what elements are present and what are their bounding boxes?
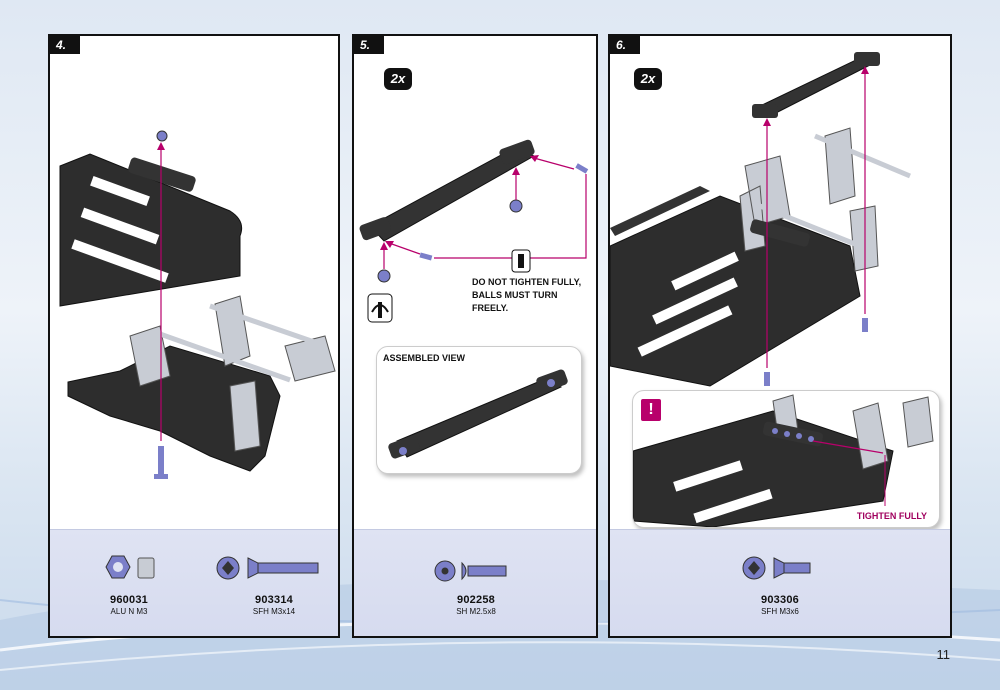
part-description: SFH M3x6 [761,607,799,616]
part-code: 903306 [761,594,799,606]
part-code: 902258 [457,594,495,606]
button-head-screw-icon [434,560,507,582]
assembled-view-label: ASSEMBLED VIEW [383,353,466,363]
tighten-fully-label: TIGHTEN FULLY [856,511,927,521]
part-description: ALU N M3 [110,607,148,616]
note-line-2: BALLS MUST TURN FREELY. [472,290,558,313]
countersunk-screw-icon [216,556,319,580]
step-4-panel: 4. 960031 ALU N M3 903314 [48,34,340,638]
parts-tray: 902258 SH M2.5x8 [354,529,596,636]
step-6-panel: 6. 2x ! TIGHTEN FULLY [608,34,952,638]
tighten-detail-illustration [633,394,934,527]
note-line-1: DO NOT TIGHTEN FULLY, [472,277,582,287]
part-description: SFH M3x14 [252,607,296,616]
detail-view-box: ! TIGHTEN FULLY [632,390,940,528]
parts-tray: 903306 SFH M3x6 [610,529,950,636]
nut-icon [105,555,155,579]
assembled-link-illustration [388,369,568,459]
part-code: 960031 [110,594,148,606]
step-6-illustration [610,52,911,387]
page-number: 11 [936,647,951,662]
part-code: 903314 [255,594,293,606]
part-description: SH M2.5x8 [456,607,496,616]
assembled-view-box: ASSEMBLED VIEW [376,346,582,474]
quantity-badge: 2x [384,68,412,90]
warning-icon: ! [641,399,661,421]
step-number: 4. [50,36,80,54]
step-number: 6. [610,36,640,54]
step-number: 5. [354,36,384,54]
step-5-illustration [359,139,589,323]
step-4-illustration [59,130,336,479]
quantity-badge: 2x [634,68,662,90]
countersunk-screw-icon [742,556,811,580]
parts-tray: 960031 ALU N M3 903314 SFH M3x14 [50,529,338,636]
step-5-panel: 5. 2x DO NOT TIGHTEN FULLY, BALLS MUST T… [352,34,598,638]
